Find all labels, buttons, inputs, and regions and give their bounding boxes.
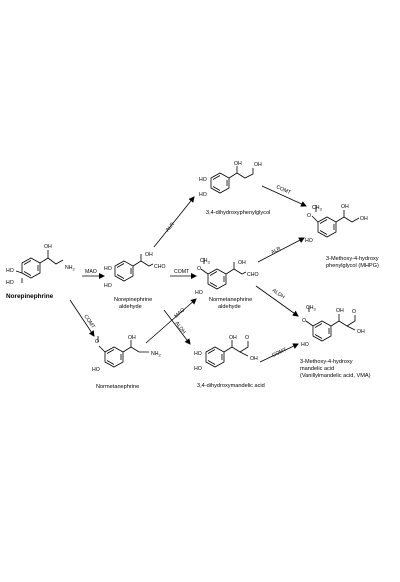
norepinephrine-oh: OH bbox=[44, 244, 52, 250]
vma-label-line3: (Vanillylmandelic acid, VMA) bbox=[300, 373, 371, 379]
enzyme-aldh-2: ALDH bbox=[271, 288, 286, 301]
normetanephrine-aldehyde-oh: OH bbox=[238, 260, 246, 266]
normetanephrine-aldehyde-label-line2: aldehyde bbox=[218, 304, 241, 310]
enzyme-alr-1: ALR bbox=[165, 221, 176, 233]
vma-label-line1: 3-Methoxy-4-hydroxy bbox=[300, 359, 353, 365]
dhpg-ho-bottom: HO bbox=[199, 192, 207, 198]
dhma-o: O bbox=[245, 335, 249, 341]
normetanephrine-aldehyde-ho: HO bbox=[195, 290, 203, 296]
norepinephrine-aldehyde-ho-bottom: HO bbox=[104, 283, 112, 289]
normetanephrine-nh2: NH2 bbox=[151, 351, 162, 358]
enzyme-comt-3: COMT bbox=[275, 184, 292, 196]
norepinephrine-ho-top: HO bbox=[6, 268, 14, 274]
enzyme-aldh-1: ALDH bbox=[173, 321, 186, 336]
norepinephrine-aldehyde-label-line2: aldehyde bbox=[119, 304, 142, 310]
vma-structure: CH3 O OH O OH HO bbox=[301, 305, 365, 348]
normetanephrine-label: Normetanephrine bbox=[96, 384, 139, 390]
dhma-ho-top: HO bbox=[194, 351, 202, 357]
norepinephrine-aldehyde-oh: OH bbox=[145, 252, 153, 258]
mhpg-ch3: CH3 bbox=[312, 205, 323, 212]
enzyme-comt-2: COMT bbox=[174, 269, 190, 275]
dhma-structure: OH O OH HO HO bbox=[194, 335, 258, 372]
dhpg-oh-1: OH bbox=[234, 161, 242, 167]
arrow-normetanephrine-aldehyde-to-vma bbox=[255, 285, 299, 317]
norepinephrine-nh2: NH2 bbox=[65, 265, 76, 272]
norepinephrine-label: Norepinephrine bbox=[6, 293, 54, 300]
mhpg-ho: HO bbox=[305, 238, 313, 244]
normetanephrine-aldehyde-ch3: CH3 bbox=[200, 258, 211, 265]
norepinephrine-aldehyde-ho-top: HO bbox=[104, 266, 112, 272]
norepinephrine-ho-bottom: HO bbox=[6, 280, 14, 286]
arrow-normetanephrine-aldehyde-to-mhpg bbox=[257, 237, 305, 263]
arrow-aldehyde-to-dhpg bbox=[153, 196, 195, 248]
arrow-dhma-to-vma bbox=[259, 343, 299, 363]
vma-oh: OH bbox=[336, 308, 344, 314]
mhpg-label-line2: phenylglycol (MHPG) bbox=[326, 263, 379, 269]
vma-oh-acid: OH bbox=[357, 329, 365, 335]
mhpg-structure: CH3 O OH OH HO bbox=[305, 204, 368, 244]
normetanephrine-aldehyde-cho: CHO bbox=[247, 272, 259, 278]
normetanephrine-aldehyde-structure: CH3 O OH CHO HO bbox=[195, 258, 259, 296]
dhma-label: 3,4-dihydroxymandelic acid bbox=[197, 383, 265, 389]
enzyme-comt-4: COMT bbox=[271, 347, 288, 359]
mhpg-o: O bbox=[307, 213, 311, 219]
dhpg-oh-2: OH bbox=[254, 162, 262, 168]
norepinephrine-aldehyde-cho: CHO bbox=[154, 264, 166, 270]
vma-o: O bbox=[302, 318, 306, 324]
arrow-aldehyde-to-dhma bbox=[163, 309, 191, 345]
norepinephrine-structure: OH NH2 HO HO bbox=[6, 244, 76, 286]
normetanephrine-o: O bbox=[95, 339, 99, 345]
norepinephrine-aldehyde-structure: OH CHO HO HO bbox=[104, 252, 166, 289]
normetanephrine-ho: HO bbox=[92, 367, 100, 373]
vma-ch3: CH3 bbox=[306, 305, 317, 312]
vma-ho: HO bbox=[301, 342, 309, 348]
enzyme-alr-2: ALR bbox=[270, 246, 282, 256]
vma-o-acid: O bbox=[352, 309, 356, 315]
dhma-ho-bottom: HO bbox=[194, 366, 202, 372]
arrow-dhpg-to-mhpg bbox=[261, 185, 307, 207]
dhma-oh: OH bbox=[229, 335, 237, 341]
mhpg-oh-2: OH bbox=[360, 216, 368, 222]
normetanephrine-aldehyde-o: O bbox=[197, 266, 201, 272]
normetanephrine-oh: OH bbox=[128, 335, 136, 341]
normetanephrine-structure: O OH NH2 HO bbox=[92, 335, 162, 373]
arrow-normetanephrine-to-normetanephrine-aldehyde bbox=[145, 298, 197, 344]
dhpg-structure: OH OH HO HO bbox=[199, 161, 262, 198]
dhpg-label: 3,4-dihydroxyphenylglycol bbox=[206, 210, 270, 216]
mhpg-oh-1: OH bbox=[341, 204, 349, 210]
dhpg-ho-top: HO bbox=[199, 177, 207, 183]
mhpg-label-line1: 3-Methoxy-4-hydroxy bbox=[326, 256, 379, 262]
norepinephrine-aldehyde-label-line1: Norepinephrine bbox=[114, 297, 152, 303]
enzyme-mao-1: MAO bbox=[85, 269, 97, 275]
arrow-norepinephrine-to-normetanephrine bbox=[69, 299, 95, 337]
vma-label-line2: mandelic acid bbox=[300, 366, 334, 372]
normetanephrine-aldehyde-label-line1: Normetanephrine bbox=[209, 297, 252, 303]
dhma-oh-acid: OH bbox=[250, 356, 258, 362]
